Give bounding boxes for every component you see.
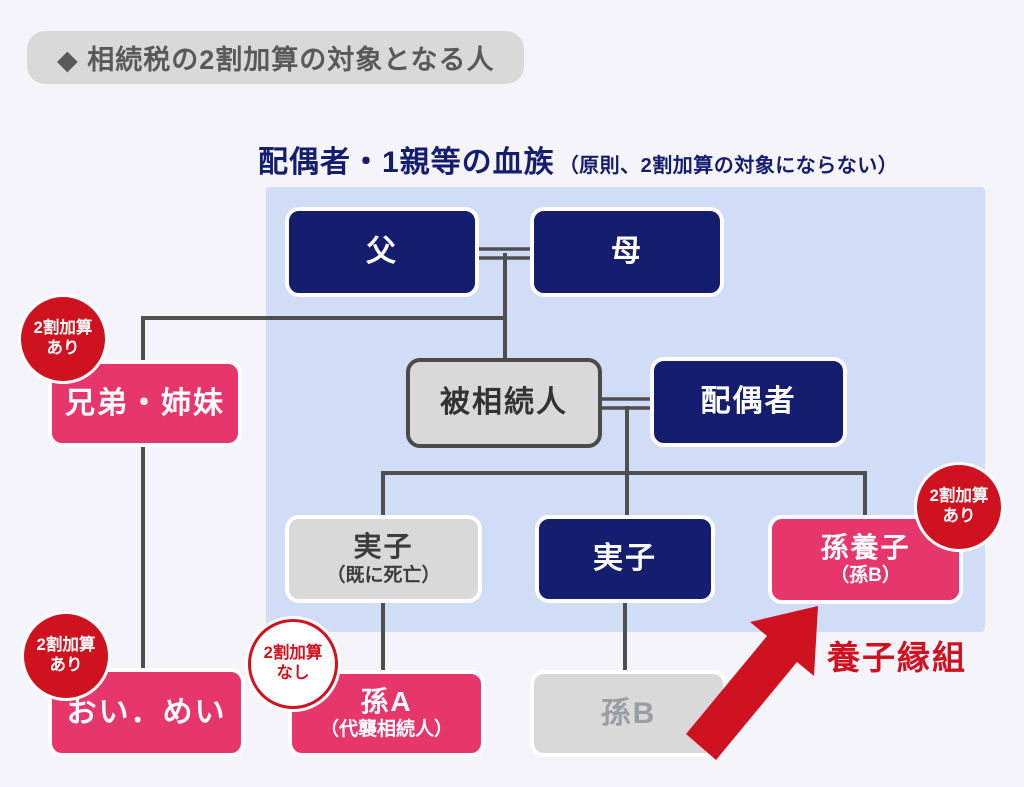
no-surcharge-badge-grandchild-a: 2割加算 なし <box>248 619 338 709</box>
surcharge-badge-nephew-niece: 2割加算 あり <box>21 611 111 701</box>
node-grandchild-a-label: 孫A <box>360 685 413 717</box>
no-surcharge-badge-line2: なし <box>276 664 310 682</box>
first-degree-heading: 配偶者・1親等の血族 （原則、2割加算の対象にならない） <box>258 137 898 181</box>
surcharge-badge-siblings-line2: あり <box>46 339 80 357</box>
node-grandchild-a-sublabel: （代襲相続人） <box>319 719 453 741</box>
surcharge-badge-siblings: 2割加算 あり <box>18 294 108 384</box>
node-siblings-label: 兄弟・姉妹 <box>65 386 225 420</box>
surcharge-badge-grandchild-adopted: 2割加算 あり <box>914 462 1004 552</box>
node-child-deceased-label: 実子 <box>353 531 414 563</box>
surcharge-badge-siblings-line1: 2割加算 <box>33 319 93 338</box>
node-child-label: 実子 <box>593 542 657 576</box>
node-grandchild-adopted-label: 孫養子 <box>820 531 911 563</box>
node-child: 実子 <box>535 515 715 603</box>
surcharge-badge-nephew-line2: あり <box>49 656 83 674</box>
node-child-deceased: 実子 （既に死亡） <box>285 515 482 603</box>
node-father-label: 父 <box>366 235 398 269</box>
node-spouse-label: 配偶者 <box>700 385 797 419</box>
node-grandchild-a: 孫A （代襲相続人） <box>288 670 485 757</box>
surcharge-badge-adopted-line2: あり <box>942 507 976 525</box>
no-surcharge-badge-line1: 2割加算 <box>263 644 323 663</box>
node-child-deceased-sublabel: （既に死亡） <box>326 564 441 586</box>
adoption-label: 養子縁組 <box>827 639 967 676</box>
node-spouse: 配偶者 <box>650 357 847 447</box>
first-degree-heading-note: （原則、2割加算の対象にならない） <box>558 155 899 177</box>
surcharge-badge-nephew-line1: 2割加算 <box>36 636 96 655</box>
node-mother: 母 <box>530 207 724 297</box>
node-father: 父 <box>285 207 479 297</box>
node-mother-label: 母 <box>611 235 643 269</box>
node-decedent-label: 被相続人 <box>440 386 568 420</box>
node-decedent: 被相続人 <box>406 358 602 448</box>
node-nephew-niece-label: おい．めい <box>66 695 227 729</box>
page-title: ◆ 相続税の2割加算の対象となる人 <box>27 31 525 84</box>
first-degree-heading-main: 配偶者・1親等の血族 <box>258 146 555 179</box>
node-grandchild-adopted-sublabel: （孫B） <box>830 565 901 587</box>
node-grandchild-adopted: 孫養子 （孫B） <box>768 515 963 604</box>
node-grandchild-b-label: 孫B <box>600 696 657 730</box>
surcharge-badge-adopted-line1: 2割加算 <box>929 487 989 506</box>
